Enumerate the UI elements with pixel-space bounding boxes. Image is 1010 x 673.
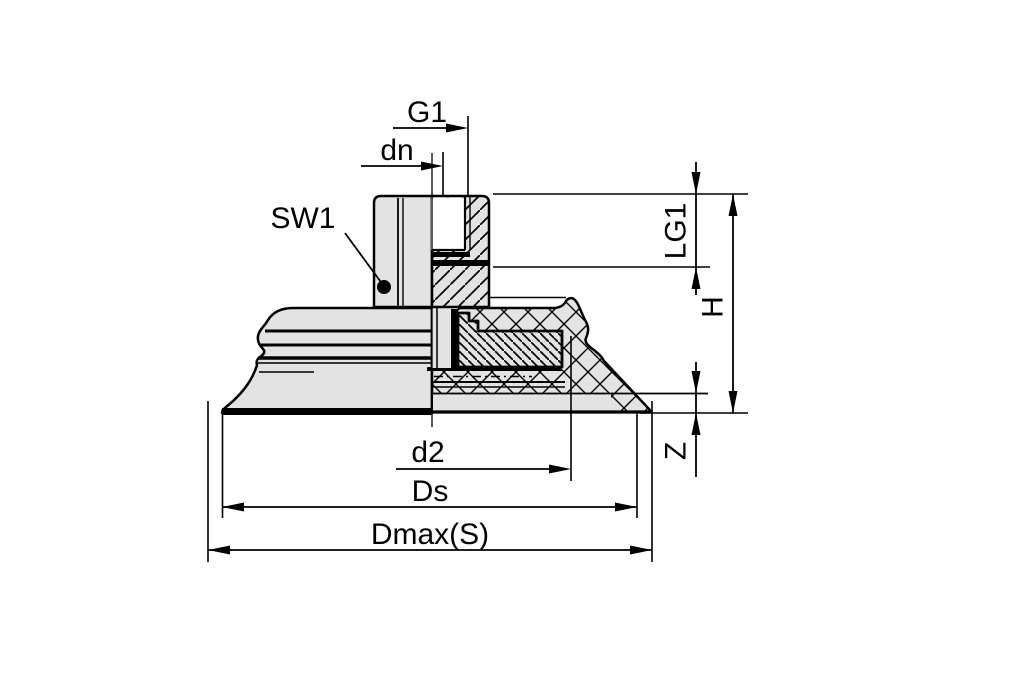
thread-seat-band-1 [432,252,470,257]
dim-lg1: LG1 [660,162,701,295]
dim-h-arrow-top [728,194,738,216]
dim-h-label: H [697,296,730,318]
support-band [433,394,611,411]
dim-g1-label: G1 [407,96,447,129]
thread-bore [431,197,465,250]
dim-z: Z [640,362,748,477]
dim-g1: G1 [393,96,469,196]
dim-lg1-label: LG1 [660,203,693,260]
dim-dn-label: dn [380,134,413,167]
sw1-leader-dot [377,280,391,294]
dim-z-arrow-top [691,371,701,393]
insert-left-bar [451,309,458,368]
cup-bottom-edge-left [222,408,432,415]
dim-sw1-label: SW1 [270,202,335,235]
cup-outside-view [220,194,434,415]
insert-section-hatch [456,311,564,369]
dim-lg1-arrow-top [691,172,701,194]
cup-section-view [427,194,708,414]
dim-g1-arrow [446,123,468,133]
dim-ds-arrow-left [222,502,244,512]
dim-sw1: SW1 [270,202,391,294]
dim-h: H [697,194,738,413]
cup-body-left-profile [220,306,434,415]
dim-dmax: Dmax(S) [207,401,653,562]
dim-dmax-arrow-left [208,545,230,555]
dim-z-arrow-bottom [691,413,701,435]
dim-dmax-label: Dmax(S) [371,518,489,551]
thread-seat-band-2 [432,260,489,266]
dim-h-arrow-bottom [728,391,738,413]
dim-ds: Ds [221,409,638,518]
dim-z-label: Z [660,442,693,460]
dim-dn-arrow [421,161,443,171]
dim-d2: d2 [396,336,572,481]
dim-d2-label: d2 [411,436,444,469]
dim-dn: dn [361,134,444,196]
dim-ds-arrow-right [615,502,637,512]
dim-ds-label: Ds [412,475,449,508]
dim-dmax-arrow-right [630,545,652,555]
dim-d2-arrow [549,464,571,474]
sw1-leader-line [344,232,384,286]
dim-lg1-arrow-bottom [691,267,701,289]
